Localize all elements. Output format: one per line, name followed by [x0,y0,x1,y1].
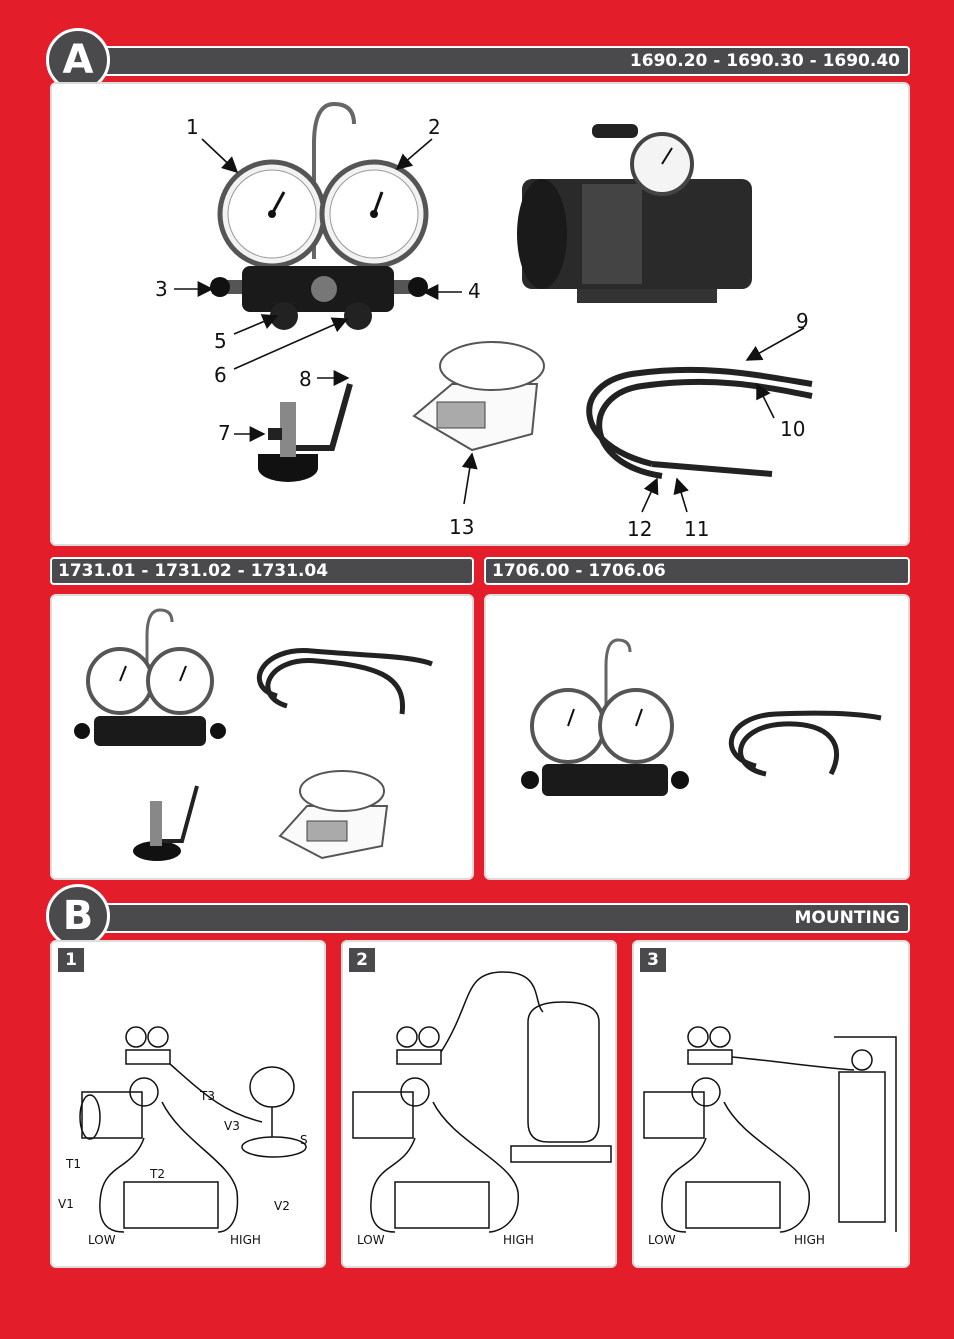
callout-arrows [174,138,805,513]
step-3-labels: LOW HIGH [648,1233,825,1247]
section-a-badge: A [46,28,110,92]
kit-1706-illustration [521,638,882,796]
callout-1: 1 [186,115,199,139]
kit-1731-panel [50,594,474,880]
charging-hoses [586,366,813,479]
section-a-title-bar: 1690.20 - 1690.30 - 1690.40 [98,46,910,76]
kit-1706-panel [484,594,910,880]
label-high: HIGH [230,1233,261,1247]
label-v3: V3 [224,1119,240,1133]
label-v2: V2 [274,1199,290,1213]
label-t2: T2 [149,1167,165,1181]
label-low: LOW [357,1233,385,1247]
callout-9: 9 [796,309,809,333]
vacuum-connector [258,383,353,482]
step-1-diagram: T3 V3 S T1 T2 V1 V2 LOW HIGH [58,1026,308,1247]
callout-labels: 1 2 3 4 5 6 7 8 9 10 11 12 13 [155,115,809,541]
callout-12: 12 [627,517,652,541]
label-v1: V1 [58,1197,74,1211]
callout-2: 2 [428,115,441,139]
weighing-scale [412,341,545,452]
step-2-diagram: LOW HIGH [352,971,612,1247]
kit-1706-models: 1706.00 - 1706.06 [492,561,666,581]
step-3-diagram: LOW HIGH [643,1026,897,1247]
label-high: HIGH [503,1233,534,1247]
callout-5: 5 [214,329,227,353]
label-t3: T3 [199,1089,215,1103]
section-a-models: 1690.20 - 1690.30 - 1690.40 [629,51,900,71]
section-b-badge: B [46,884,110,948]
callout-7: 7 [218,421,231,445]
step-3-number: 3 [640,948,666,972]
callout-11: 11 [684,517,709,541]
section-a-panel: 1 2 3 4 5 6 7 8 9 10 11 12 13 [50,82,910,546]
step-1-labels: T3 V3 S T1 T2 V1 V2 LOW HIGH [58,1089,308,1247]
section-b-title: MOUNTING [794,908,900,928]
vacuum-pump [517,124,752,303]
section-b-title-bar: MOUNTING [98,903,910,933]
callout-4: 4 [468,279,481,303]
kit-1706-title-bar: 1706.00 - 1706.06 [484,557,910,585]
step-2-panel: LOW HIGH 2 [341,940,617,1268]
callout-8: 8 [299,367,312,391]
callout-13: 13 [449,515,474,539]
kit-1731-title-bar: 1731.01 - 1731.02 - 1731.04 [50,557,474,585]
label-s: S [300,1133,308,1147]
section-a-illustration: 1 2 3 4 5 6 7 8 9 10 11 12 13 [155,101,813,541]
step-1-panel: T3 V3 S T1 T2 V1 V2 LOW HIGH 1 [50,940,326,1268]
step-2-number: 2 [349,948,375,972]
kit-1731-illustration [74,608,433,861]
label-t1: T1 [65,1157,81,1171]
callout-10: 10 [780,417,805,441]
label-high: HIGH [794,1233,825,1247]
manifold-gauge-set [210,101,429,330]
callout-3: 3 [155,277,168,301]
label-low: LOW [88,1233,116,1247]
kit-1731-models: 1731.01 - 1731.02 - 1731.04 [58,561,329,581]
step-2-labels: LOW HIGH [357,1233,534,1247]
label-low: LOW [648,1233,676,1247]
step-3-panel: LOW HIGH 3 [632,940,910,1268]
callout-6: 6 [214,363,227,387]
step-1-number: 1 [58,948,84,972]
